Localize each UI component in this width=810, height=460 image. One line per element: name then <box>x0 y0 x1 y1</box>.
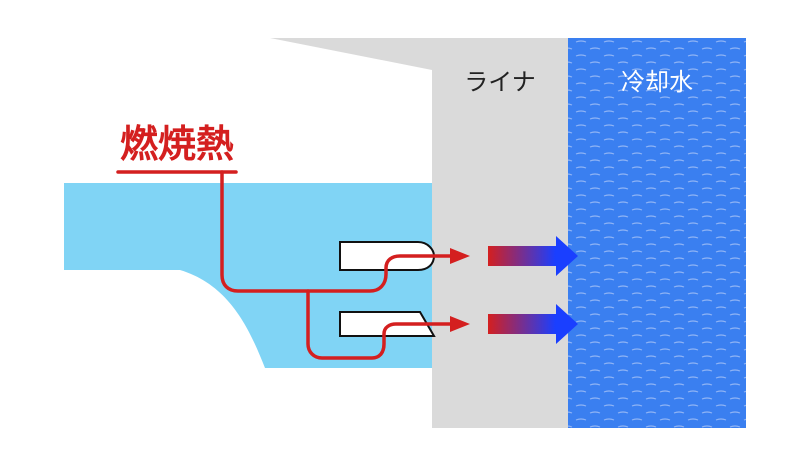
arrow-right-icon <box>450 248 470 264</box>
liner-wedge <box>270 38 432 70</box>
heat-path-second <box>306 289 454 360</box>
liner-wall <box>432 38 568 428</box>
heat-source-label: 燃焼熱 <box>120 122 234 166</box>
heat-path-top <box>220 170 454 293</box>
liner-label: ライナ <box>464 68 536 96</box>
gradient-arrow-icon <box>488 236 578 276</box>
piston-ring-second <box>339 311 436 337</box>
arrow-right-icon <box>450 316 470 332</box>
coolant-label: 冷却水 <box>621 68 693 96</box>
heat-flow-lines <box>116 170 454 360</box>
piston-body <box>64 183 432 368</box>
gradient-arrow-icon <box>488 304 578 344</box>
coolant-wave-pattern <box>568 38 746 428</box>
